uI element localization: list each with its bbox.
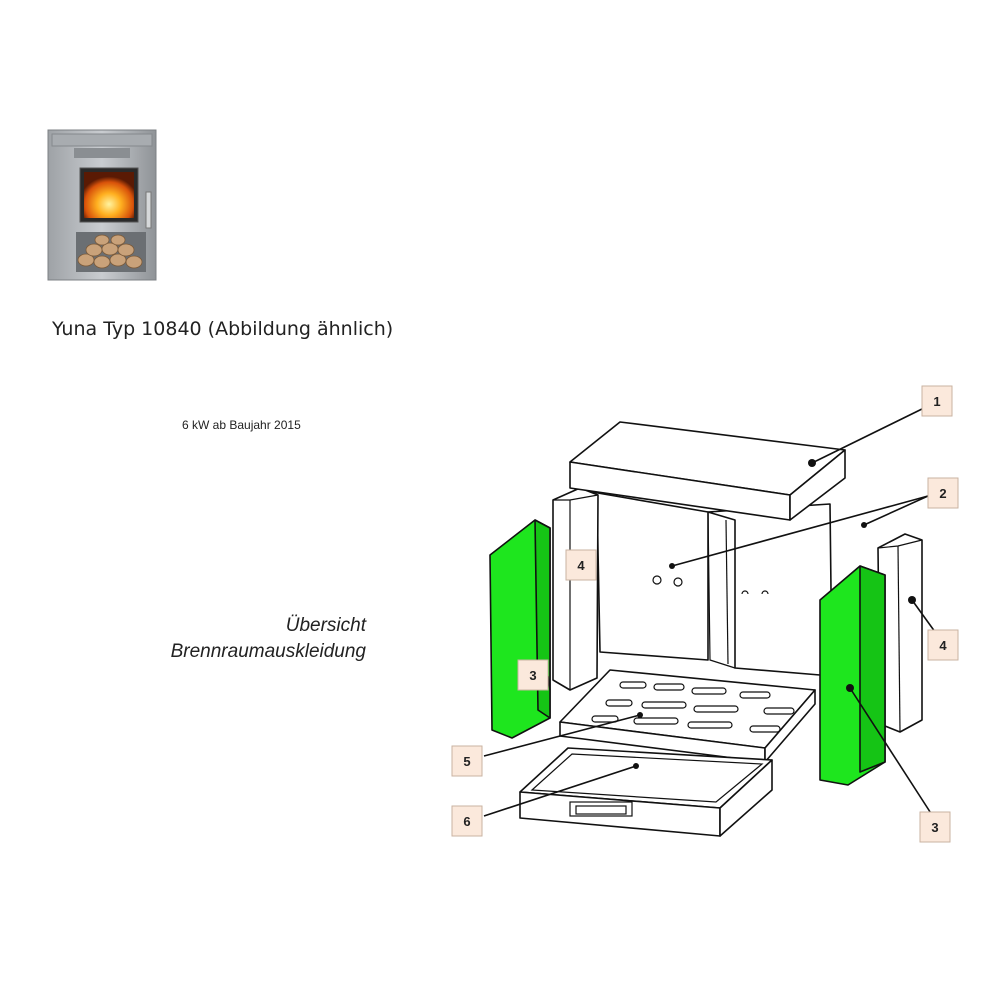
callout-6: 6 [451,805,483,837]
green-panel-right [819,565,886,786]
stove-photo [47,129,157,281]
ash-pan [519,747,773,837]
callout-label: 6 [463,814,470,829]
callout-3-right: 3 [919,811,951,843]
callout-1: 1 [921,385,953,417]
callout-4-right: 4 [927,629,959,661]
callout-label: 3 [931,820,938,835]
right-side-brick [877,533,923,733]
overview-line-1: Übersicht [285,615,366,636]
callout-label: 4 [577,558,585,573]
callout-label: 5 [463,754,470,769]
callout-2: 2 [927,477,959,509]
grate [559,669,816,763]
product-subtitle: 6 kW ab Baujahr 2015 [182,418,301,432]
callout-4-left: 4 [565,549,597,581]
back-wall-panels [591,491,833,677]
callout-label: 3 [529,668,536,683]
callout-3-left: 3 [517,659,549,691]
overview-line-2: Brennraumauskleidung [170,641,366,662]
firebox-lining-diagram: 1 2 3 4 4 3 5 6 [451,385,959,843]
callout-5: 5 [451,745,483,777]
left-side-brick [552,487,599,691]
callout-label: 4 [939,638,947,653]
overview-caption: Übersicht Brennraumauskleidung [171,613,366,665]
product-title: Yuna Typ 10840 (Abbildung ähnlich) [52,318,394,340]
callout-label: 2 [939,486,946,501]
callout-label: 1 [933,394,940,409]
top-plate [569,421,846,521]
green-panel-left [489,519,551,739]
